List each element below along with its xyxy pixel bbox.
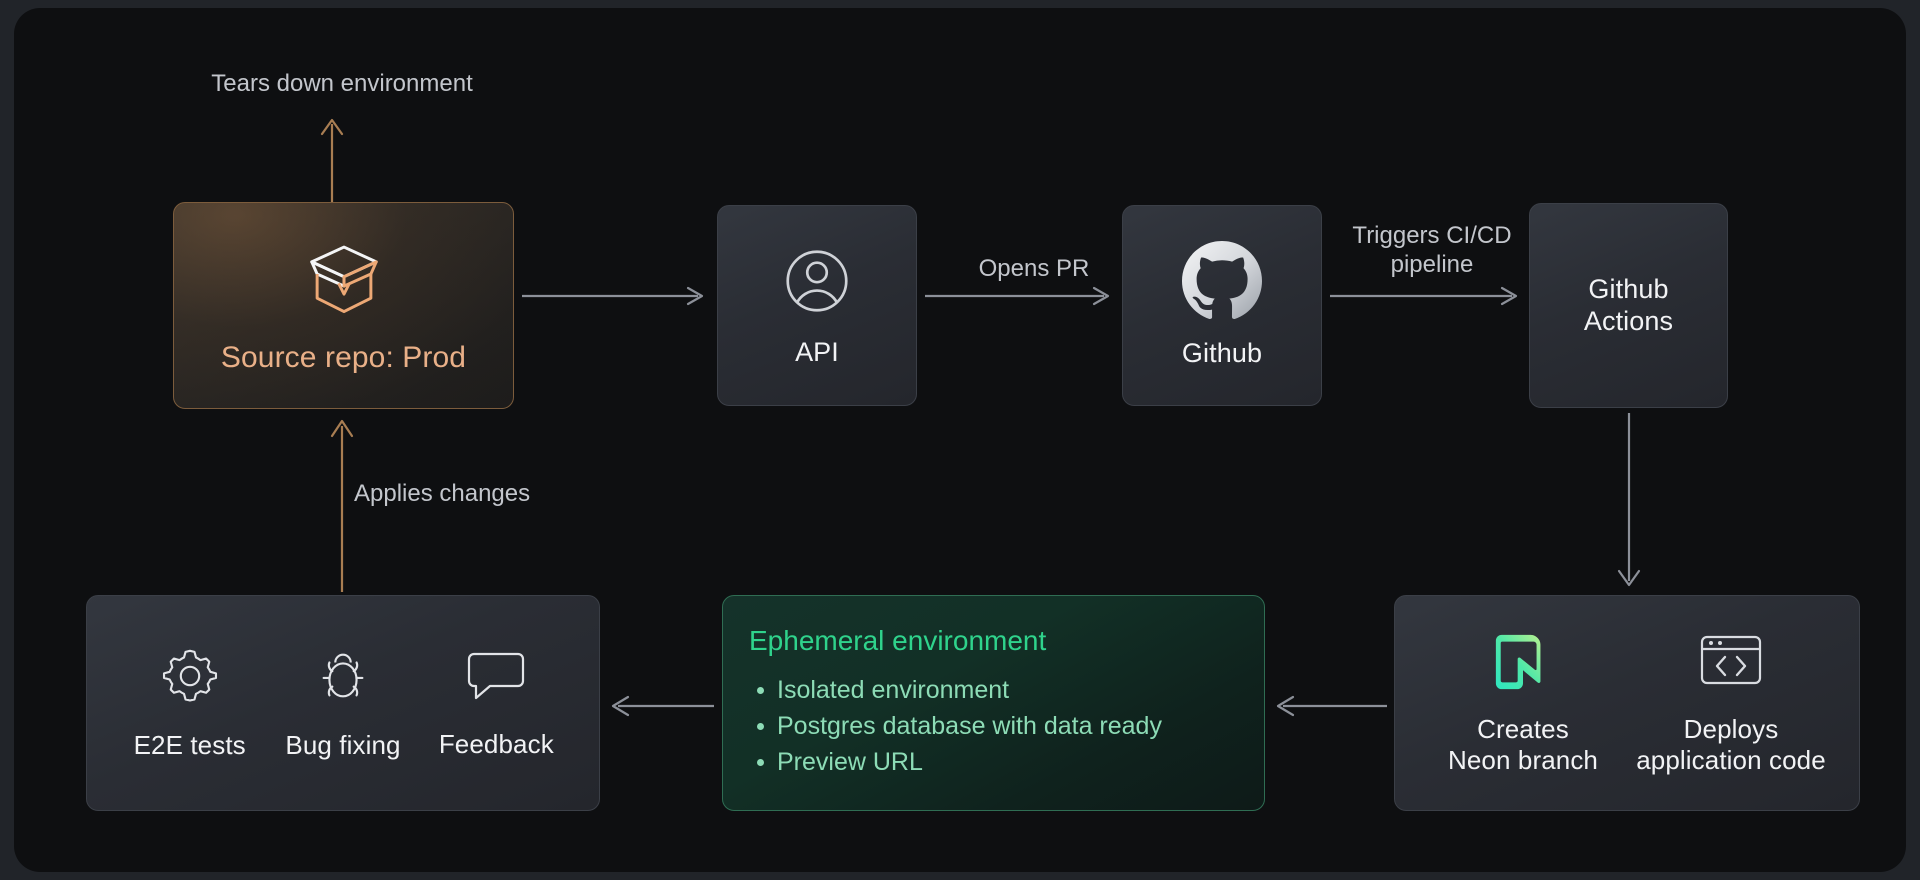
triggers-line2: pipeline <box>1390 250 1474 278</box>
arrow-api-to-github-icon <box>925 286 1110 306</box>
creates-line2: Neon branch <box>1448 744 1598 775</box>
node-github-label: Github <box>1181 338 1263 369</box>
neon-logo-icon <box>1492 631 1554 698</box>
tests-item-label: Feedback <box>438 729 554 760</box>
ephemeral-title: Ephemeral environment <box>749 625 1047 657</box>
bug-icon <box>312 645 374 712</box>
arrow-deploy-to-ephemeral-icon <box>1276 695 1387 717</box>
node-api[interactable]: API <box>717 205 917 406</box>
node-tests-feedback[interactable]: E2E tests Bug fixing <box>86 595 600 811</box>
tests-item-e2e-tests[interactable]: E2E tests <box>115 645 265 760</box>
connector-label-applies-changes: Applies changes <box>354 480 531 507</box>
tests-item-bug-fixing[interactable]: Bug fixing <box>268 645 418 760</box>
node-api-label: API <box>795 337 839 368</box>
tests-item-label: Bug fixing <box>285 730 401 761</box>
deploys-line2: application code <box>1636 744 1826 775</box>
ephemeral-bullet-list: Isolated environment Postgres database w… <box>749 673 1162 780</box>
connector-label-opens-pr: Opens PR <box>978 255 1090 282</box>
connector-label-tears-down: Tears down environment <box>211 70 473 97</box>
diagram-canvas: Tears down environment Opens PR Triggers… <box>14 8 1906 872</box>
actions-line1: Github <box>1588 273 1669 304</box>
github-octocat-icon <box>1182 241 1262 326</box>
arrow-tears-down-icon <box>320 118 344 202</box>
open-box-icon <box>301 235 387 326</box>
node-source-repo-label: Source repo: Prod <box>220 341 467 375</box>
list-item: Postgres database with data ready <box>749 709 1162 745</box>
triggers-line1: Triggers CI/CD <box>1352 222 1512 249</box>
browser-code-icon <box>1698 631 1764 698</box>
list-item: Isolated environment <box>749 673 1162 709</box>
arrow-applies-changes-icon <box>330 419 354 592</box>
arrow-ephemeral-to-tests-icon <box>611 695 714 717</box>
list-item: Preview URL <box>749 745 1162 781</box>
deploys-line1: Deploys <box>1683 714 1779 745</box>
creates-line1: Creates <box>1477 714 1569 745</box>
arrow-github-to-actions-icon <box>1330 286 1518 306</box>
arrow-actions-to-deploy-icon <box>1617 413 1641 587</box>
tests-item-label: E2E tests <box>133 730 246 761</box>
tests-item-feedback[interactable]: Feedback <box>421 646 571 759</box>
arrow-repo-to-api-icon <box>522 286 704 306</box>
speech-bubble-icon <box>464 646 528 711</box>
gear-icon <box>159 645 221 712</box>
node-source-repo[interactable]: Source repo: Prod <box>173 202 514 409</box>
user-circle-icon <box>778 242 856 325</box>
node-ephemeral-environment[interactable]: Ephemeral environment Isolated environme… <box>722 595 1265 811</box>
actions-line2: Actions <box>1583 305 1674 336</box>
node-github[interactable]: Github <box>1122 205 1322 406</box>
